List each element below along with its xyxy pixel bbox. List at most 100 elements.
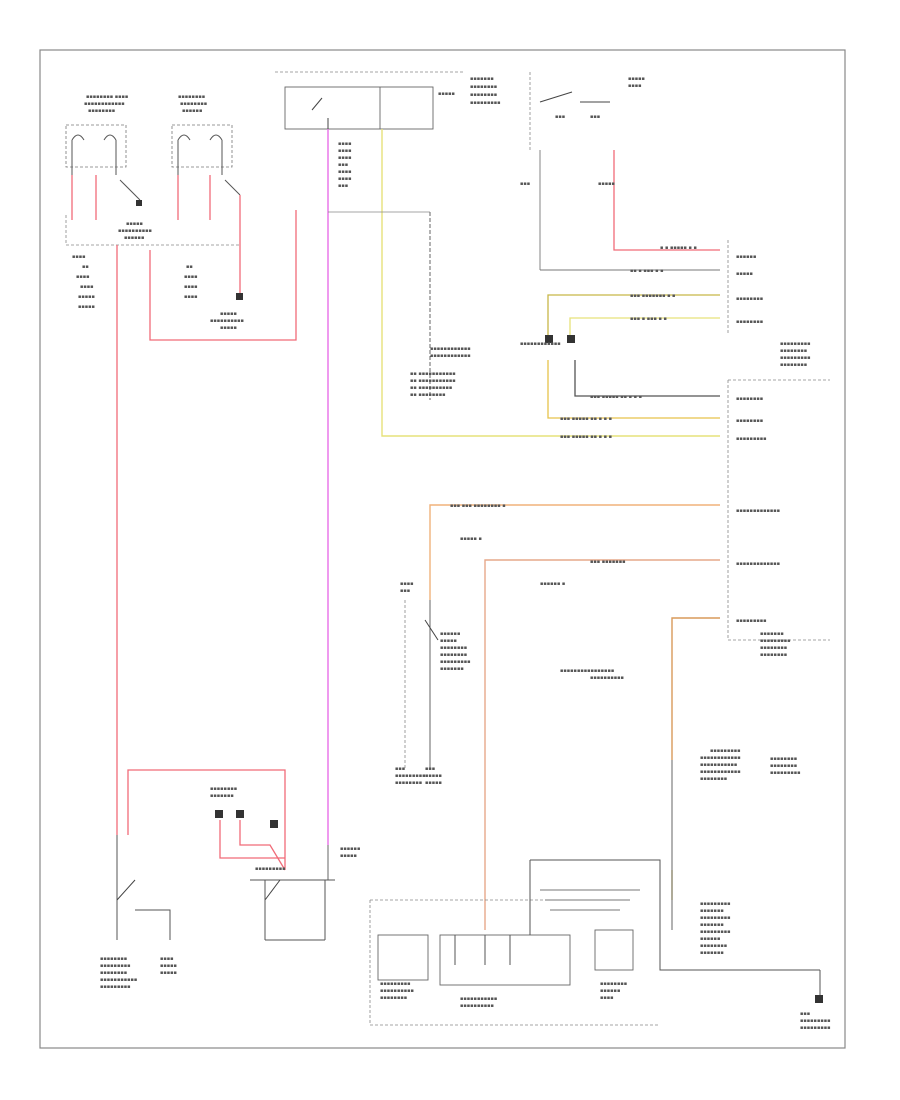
svg-text:▪▪▪: ▪▪▪ bbox=[555, 114, 565, 120]
yellow-wire bbox=[381, 129, 720, 437]
svg-text:▪▪▪▪▪: ▪▪▪▪▪ bbox=[160, 963, 177, 969]
svg-text:▪▪▪▪: ▪▪▪▪ bbox=[400, 581, 414, 587]
svg-text:▪▪▪▪▪▪▪▪▪: ▪▪▪▪▪▪▪▪▪ bbox=[736, 436, 767, 442]
svg-text:▪▪▪▪: ▪▪▪▪ bbox=[338, 169, 352, 175]
svg-text:▪▪▪▪▪: ▪▪▪▪▪ bbox=[220, 311, 237, 317]
svg-text:▪▪▪▪▪▪: ▪▪▪▪▪▪ bbox=[340, 846, 360, 852]
diagram-frame bbox=[39, 49, 846, 1049]
ignition-switch bbox=[529, 72, 720, 271]
svg-text:▪▪▪▪▪▪▪: ▪▪▪▪▪▪▪ bbox=[700, 908, 724, 914]
svg-text:▪▪▪▪▪: ▪▪▪▪▪ bbox=[628, 76, 645, 82]
svg-text:▪▪ ▪▪▪▪▪▪▪▪▪▪: ▪▪ ▪▪▪▪▪▪▪▪▪▪ bbox=[410, 385, 452, 391]
svg-text:▪▪▪▪▪▪▪: ▪▪▪▪▪▪▪ bbox=[210, 793, 234, 799]
svg-text:▪▪▪ ▪▪▪▪▪▪▪: ▪▪▪ ▪▪▪▪▪▪▪ bbox=[590, 559, 625, 565]
svg-text:▪▪▪▪▪▪▪▪▪: ▪▪▪▪▪▪▪▪▪ bbox=[736, 618, 767, 624]
svg-text:▪▪▪▪: ▪▪▪▪ bbox=[338, 155, 352, 161]
red-wires bbox=[71, 175, 297, 871]
svg-text:▪▪▪▪▪▪▪▪▪: ▪▪▪▪▪▪▪▪▪ bbox=[770, 770, 801, 776]
svg-text:▪▪▪▪▪▪▪▪▪: ▪▪▪▪▪▪▪▪▪ bbox=[780, 341, 811, 347]
svg-text:▪▪▪▪▪▪▪▪: ▪▪▪▪▪▪▪▪ bbox=[395, 780, 422, 786]
body-control-module bbox=[727, 240, 830, 641]
bcm-labels: ▪▪▪▪▪▪ ▪▪▪▪▪ ▪▪▪▪▪▪▪▪ ▪▪▪▪▪▪▪▪ ▪▪▪▪▪▪▪▪▪… bbox=[410, 254, 811, 658]
svg-text:▪▪▪▪▪▪: ▪▪▪▪▪▪ bbox=[736, 254, 756, 260]
svg-text:▪▪▪▪▪: ▪▪▪▪▪ bbox=[440, 638, 457, 644]
svg-text:▪▪▪: ▪▪▪ bbox=[800, 1011, 810, 1017]
svg-text:▪▪▪▪▪▪▪▪▪: ▪▪▪▪▪▪▪▪▪ bbox=[760, 638, 791, 644]
svg-text:▪▪▪▪▪▪▪▪▪▪▪▪: ▪▪▪▪▪▪▪▪▪▪▪▪ bbox=[84, 101, 125, 107]
starter-motor bbox=[116, 810, 335, 941]
svg-text:▪▪▪▪▪: ▪▪▪▪▪ bbox=[598, 181, 615, 187]
svg-text:▪▪▪▪▪▪▪▪▪▪▪: ▪▪▪▪▪▪▪▪▪▪▪ bbox=[100, 977, 137, 983]
svg-text:▪▪▪▪▪▪▪▪: ▪▪▪▪▪▪▪▪ bbox=[440, 652, 467, 658]
svg-text:▪▪▪: ▪▪▪ bbox=[395, 766, 405, 772]
svg-text:▪▪▪▪▪▪▪▪▪: ▪▪▪▪▪▪▪▪▪ bbox=[700, 929, 731, 935]
svg-text:▪▪▪ ▪▪▪▪▪▪▪ ▪ ▪: ▪▪▪ ▪▪▪▪▪▪▪ ▪ ▪ bbox=[630, 293, 675, 299]
svg-text:▪▪▪ ▪▪▪▪▪ ▪▪ ▪ ▪ ▪: ▪▪▪ ▪▪▪▪▪ ▪▪ ▪ ▪ ▪ bbox=[590, 394, 642, 400]
svg-text:▪▪▪▪▪▪: ▪▪▪▪▪▪ bbox=[124, 235, 144, 241]
svg-text:▪▪▪▪▪: ▪▪▪▪▪ bbox=[340, 853, 357, 859]
svg-text:▪▪▪▪▪: ▪▪▪▪▪ bbox=[736, 271, 753, 277]
svg-text:▪▪▪▪▪▪▪▪: ▪▪▪▪▪▪▪▪ bbox=[780, 362, 807, 368]
svg-text:▪▪▪▪▪▪▪▪: ▪▪▪▪▪▪▪▪ bbox=[380, 995, 407, 1001]
svg-text:▪▪▪▪▪: ▪▪▪▪▪ bbox=[220, 325, 237, 331]
svg-text:▪▪▪▪▪▪ ▪: ▪▪▪▪▪▪ ▪ bbox=[540, 581, 565, 587]
svg-text:▪▪▪▪▪▪▪▪: ▪▪▪▪▪▪▪▪ bbox=[736, 418, 763, 424]
svg-text:▪▪▪▪: ▪▪▪▪ bbox=[628, 83, 642, 89]
svg-text:▪▪ ▪▪▪▪▪▪▪▪▪▪▪: ▪▪ ▪▪▪▪▪▪▪▪▪▪▪ bbox=[410, 378, 456, 384]
svg-text:▪▪▪: ▪▪▪ bbox=[425, 766, 435, 772]
svg-text:▪▪▪▪▪▪▪▪▪▪: ▪▪▪▪▪▪▪▪▪▪ bbox=[210, 318, 244, 324]
svg-text:▪▪▪ ▪▪▪ ▪▪▪▪▪▪▪▪ ▪: ▪▪▪ ▪▪▪ ▪▪▪▪▪▪▪▪ ▪ bbox=[450, 503, 506, 509]
svg-text:▪▪▪▪▪▪: ▪▪▪▪▪▪ bbox=[440, 631, 460, 637]
svg-text:▪▪▪▪▪▪▪▪: ▪▪▪▪▪▪▪▪ bbox=[770, 756, 797, 762]
svg-text:▪▪▪▪▪▪: ▪▪▪▪▪▪ bbox=[600, 988, 620, 994]
svg-text:▪▪▪▪▪▪▪▪▪▪▪▪: ▪▪▪▪▪▪▪▪▪▪▪▪ bbox=[520, 341, 561, 347]
svg-text:▪▪▪▪: ▪▪▪▪ bbox=[72, 254, 86, 260]
svg-text:▪▪▪▪▪▪▪: ▪▪▪▪▪▪▪ bbox=[440, 666, 464, 672]
svg-text:▪▪▪▪: ▪▪▪▪ bbox=[338, 148, 352, 154]
ground-wire-center bbox=[328, 211, 431, 400]
svg-text:▪▪▪▪▪▪▪▪▪▪: ▪▪▪▪▪▪▪▪▪▪ bbox=[118, 228, 152, 234]
svg-text:▪▪▪▪: ▪▪▪▪ bbox=[80, 284, 94, 290]
svg-text:▪▪▪: ▪▪▪ bbox=[590, 114, 600, 120]
ground-point bbox=[815, 995, 823, 1003]
svg-text:▪▪▪▪: ▪▪▪▪ bbox=[160, 956, 174, 962]
svg-text:▪▪▪▪▪▪▪▪▪: ▪▪▪▪▪▪▪▪▪ bbox=[470, 100, 501, 106]
svg-text:▪▪▪▪▪▪▪▪: ▪▪▪▪▪▪▪▪ bbox=[470, 84, 497, 90]
svg-text:▪▪▪▪▪: ▪▪▪▪▪ bbox=[78, 294, 95, 300]
svg-text:▪▪▪▪▪▪▪▪▪: ▪▪▪▪▪▪▪▪▪ bbox=[710, 748, 741, 754]
svg-text:▪▪▪▪▪▪▪▪ ▪▪▪▪: ▪▪▪▪▪▪▪▪ ▪▪▪▪ bbox=[86, 94, 128, 100]
fuse-block-labels: ▪▪▪▪▪▪▪▪ ▪▪▪▪ ▪▪▪▪▪▪▪▪▪▪▪▪ ▪▪▪▪▪▪▪▪ ▪▪▪▪… bbox=[72, 94, 244, 331]
svg-text:▪▪▪▪▪▪▪▪▪: ▪▪▪▪▪▪▪▪▪ bbox=[255, 866, 286, 872]
svg-text:▪▪▪▪▪▪▪▪▪▪▪▪▪: ▪▪▪▪▪▪▪▪▪▪▪▪▪ bbox=[736, 508, 780, 514]
svg-text:▪▪▪▪▪▪▪▪▪: ▪▪▪▪▪▪▪▪▪ bbox=[780, 355, 811, 361]
svg-text:▪▪▪▪: ▪▪▪▪ bbox=[76, 274, 90, 280]
svg-text:▪▪▪▪▪▪▪▪▪▪: ▪▪▪▪▪▪▪▪▪▪ bbox=[590, 675, 624, 681]
transmission-components bbox=[369, 859, 821, 1026]
svg-text:▪▪▪▪▪▪▪▪: ▪▪▪▪▪▪▪▪ bbox=[600, 981, 627, 987]
svg-text:▪▪ ▪▪▪▪▪▪▪▪▪▪▪: ▪▪ ▪▪▪▪▪▪▪▪▪▪▪ bbox=[410, 371, 456, 377]
svg-text:▪▪▪▪▪▪▪: ▪▪▪▪▪▪▪ bbox=[700, 950, 724, 956]
svg-text:▪▪: ▪▪ bbox=[186, 264, 193, 270]
svg-text:▪▪▪▪▪▪▪▪: ▪▪▪▪▪▪▪▪ bbox=[760, 652, 787, 658]
svg-text:▪▪▪▪▪▪▪▪▪▪▪▪▪▪▪▪: ▪▪▪▪▪▪▪▪▪▪▪▪▪▪▪▪ bbox=[560, 668, 614, 674]
svg-text:▪▪▪▪▪▪▪▪▪: ▪▪▪▪▪▪▪▪▪ bbox=[700, 915, 731, 921]
svg-text:▪▪▪▪▪▪▪▪: ▪▪▪▪▪▪▪▪ bbox=[700, 776, 727, 782]
svg-text:▪▪▪▪: ▪▪▪▪ bbox=[600, 995, 614, 1001]
svg-text:▪▪▪▪▪▪▪▪▪: ▪▪▪▪▪▪▪▪▪ bbox=[700, 901, 731, 907]
svg-text:▪▪▪▪▪▪▪▪: ▪▪▪▪▪▪▪▪ bbox=[470, 92, 497, 98]
svg-text:▪▪▪▪▪▪▪▪: ▪▪▪▪▪▪▪▪ bbox=[88, 108, 115, 114]
yellow-relay-wires bbox=[547, 294, 720, 419]
svg-text:▪▪▪▪: ▪▪▪▪ bbox=[338, 176, 352, 182]
svg-text:▪▪▪▪▪▪: ▪▪▪▪▪▪ bbox=[700, 936, 720, 942]
svg-text:▪▪▪▪▪: ▪▪▪▪▪ bbox=[425, 773, 442, 779]
svg-text:▪▪▪▪▪▪▪▪▪▪: ▪▪▪▪▪▪▪▪▪▪ bbox=[380, 988, 414, 994]
relay-labels: ▪▪▪▪▪ ▪▪▪▪▪▪▪ ▪▪▪▪▪▪▪▪ ▪▪▪▪▪▪▪▪ ▪▪▪▪▪▪▪▪… bbox=[338, 76, 501, 189]
svg-text:▪▪▪ ▪▪▪▪▪ ▪▪ ▪ ▪ ▪: ▪▪▪ ▪▪▪▪▪ ▪▪ ▪ ▪ ▪ bbox=[560, 434, 612, 440]
svg-text:▪▪ ▪ ▪▪▪ ▪ ▪: ▪▪ ▪ ▪▪▪ ▪ ▪ bbox=[630, 268, 663, 274]
svg-text:▪▪▪▪▪▪▪▪▪▪▪: ▪▪▪▪▪▪▪▪▪▪▪ bbox=[700, 762, 737, 768]
svg-text:▪▪▪▪▪: ▪▪▪▪▪ bbox=[425, 780, 442, 786]
svg-text:▪▪▪: ▪▪▪ bbox=[400, 588, 410, 594]
svg-text:▪▪▪▪▪▪: ▪▪▪▪▪▪ bbox=[182, 108, 202, 114]
svg-text:▪▪: ▪▪ bbox=[82, 264, 89, 270]
